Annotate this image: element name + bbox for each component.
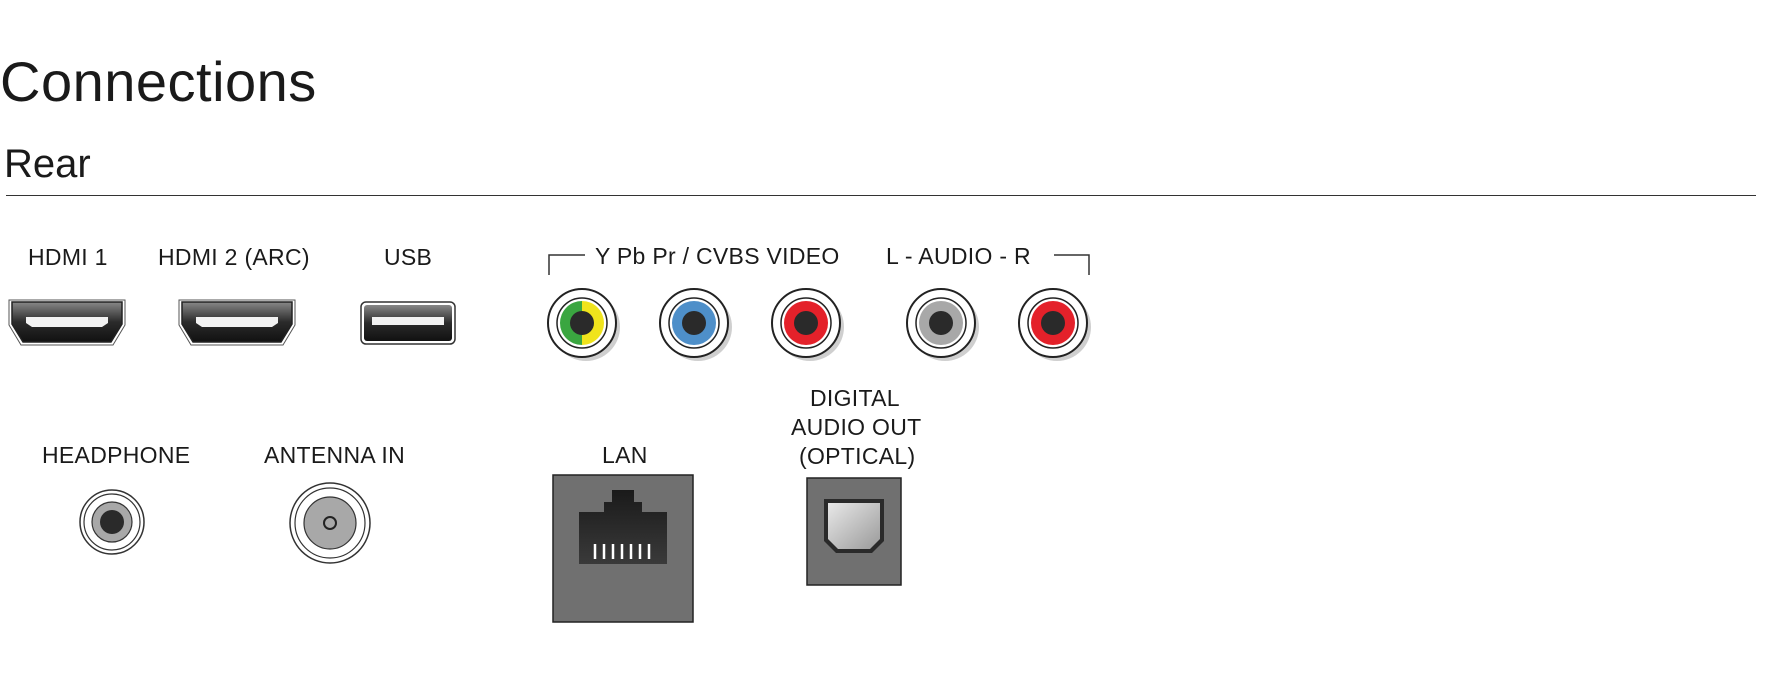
headphone-jack-icon [79,489,145,555]
section-subtitle: Rear [4,142,91,186]
usb-label: USB [384,244,433,270]
optical-label-line1: DIGITAL [810,385,900,411]
usb-port-icon [360,301,456,345]
rj45-lan-icon [552,474,694,623]
page-title: Connections [0,50,317,113]
section-divider [6,195,1756,196]
component-group-label: Y Pb Pr / CVBS VIDEO [595,243,840,269]
audio-group-label: L - AUDIO - R [886,243,1031,269]
component-group-bracket [548,254,585,275]
hdmi-port-icon [8,299,126,346]
hdmi-arc-port-icon [178,299,296,346]
lan-label: LAN [602,442,648,468]
hdmi1-label: HDMI 1 [28,244,108,270]
rca-jack-icon [1018,288,1091,361]
optical-label-line3: (OPTICAL) [799,443,916,469]
rca-jack-icon [659,288,732,361]
coax-antenna-icon [289,482,371,564]
hdmi2-label: HDMI 2 (ARC) [158,244,310,270]
rca-jack-icon [771,288,844,361]
audio-group-bracket [1054,254,1090,275]
headphone-label: HEADPHONE [42,442,191,468]
rca-jack-icon [906,288,979,361]
antenna-label: ANTENNA IN [264,442,406,468]
toslink-optical-icon [806,477,902,586]
rca-jack-icon [547,288,620,361]
optical-label-line2: AUDIO OUT [791,414,922,440]
